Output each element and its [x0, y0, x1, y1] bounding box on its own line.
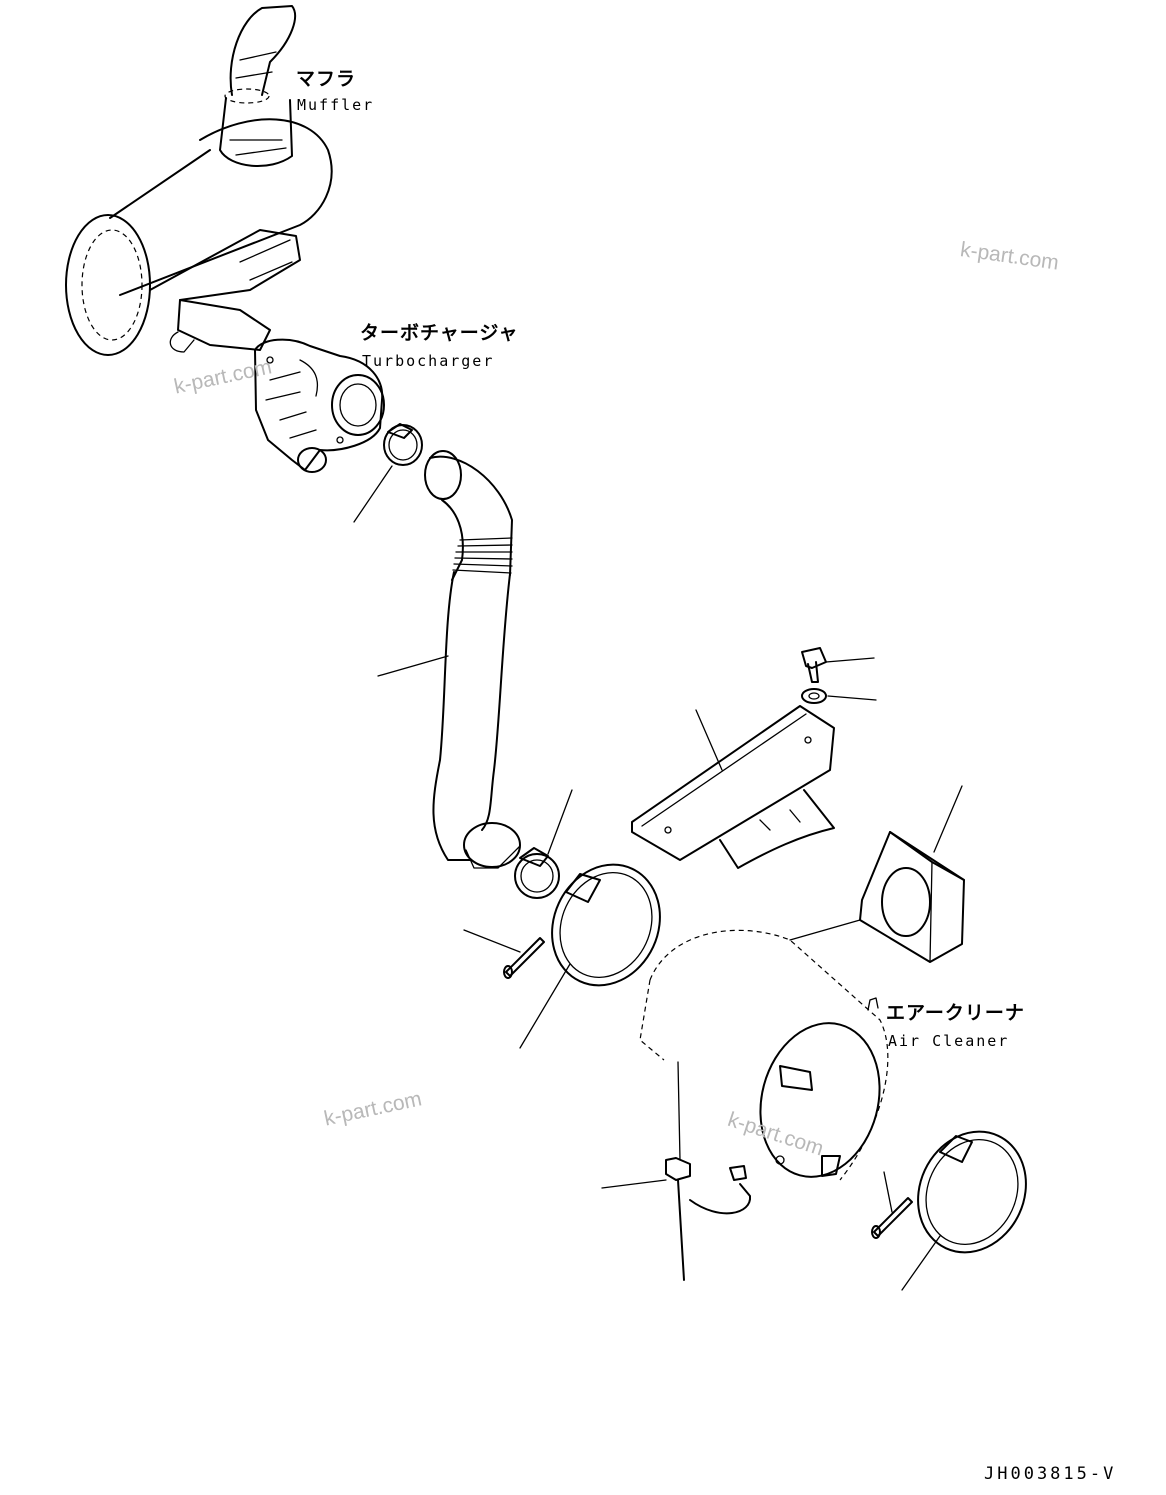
air-cleaner-label-en: Air Cleaner: [888, 1032, 1010, 1050]
leader-line-mount-block: [933, 785, 963, 853]
leader-line-band-clamp-right: [901, 1235, 941, 1291]
leader-line-bolt-small: [825, 657, 875, 663]
leader-line-hose: [377, 655, 449, 677]
leader-line-sensor: [601, 1179, 667, 1189]
muffler-drawing: [65, 5, 333, 356]
long-bolt-right: [871, 1197, 913, 1239]
washer: [801, 688, 827, 704]
band-clamp-left: [551, 863, 661, 987]
turbocharger-label-en: Turbocharger: [362, 352, 495, 370]
band-clamp-right: [917, 1130, 1027, 1254]
bracket-drawing: [631, 705, 835, 869]
intake-hose-drawing: [424, 450, 521, 869]
air-cleaner-drawing: [639, 919, 889, 1181]
muffler-label-en: Muffler: [297, 96, 375, 114]
leader-line-band-clamp-left: [519, 963, 571, 1049]
document-id: JH003815-V: [984, 1464, 1117, 1484]
muffler-label-jp: マフラ: [296, 68, 357, 90]
long-bolt-left: [503, 937, 545, 979]
leader-line-bolt-right: [883, 1171, 893, 1213]
turbocharger-drawing: [254, 338, 385, 473]
turbo-hose-clamp: [383, 423, 423, 466]
bolt-small: [801, 647, 827, 683]
air-cleaner-label-jp: エアークリーナ: [886, 1002, 1025, 1024]
turbocharger-label-jp: ターボチャージャ: [360, 322, 519, 344]
leader-line-washer: [827, 695, 877, 701]
leader-line-bolt-left: [463, 929, 521, 953]
lower-hose-clamp: [514, 847, 560, 899]
mount-block-drawing: [859, 831, 965, 963]
leader-line-lower-clamp: [547, 789, 573, 855]
leader-line-turbo-clamp: [353, 465, 393, 523]
sensor-drawing: [665, 1157, 752, 1281]
leader-line-bracket: [695, 709, 723, 771]
leader-line-air-cleaner-stem: [677, 1061, 681, 1161]
